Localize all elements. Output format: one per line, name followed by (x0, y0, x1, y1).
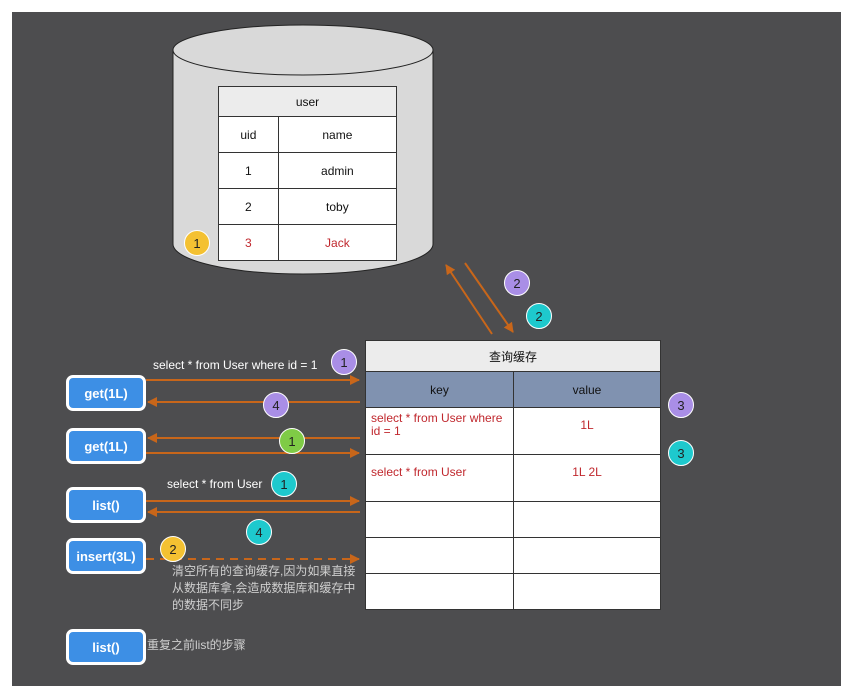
insert-note-line-1: 清空所有的查询缓存,因为如果直接 (172, 564, 356, 578)
badge-cache-hit: 1 (279, 428, 305, 454)
get-button-1[interactable]: get(1L) (66, 375, 146, 411)
user-table-header-name: name (277, 116, 398, 153)
list-button-1[interactable]: list() (66, 487, 146, 523)
list-button-2[interactable]: list() (66, 629, 146, 665)
badge-cache-entry-2: 3 (668, 440, 694, 466)
user-table-title: user (218, 86, 397, 117)
cache-table: 查询缓存 key value select * from User where … (365, 340, 661, 610)
arrow-db-to-cache (464, 262, 514, 333)
cache-empty-cell (365, 501, 514, 538)
badge-get-response: 4 (263, 392, 289, 418)
cache-entry-1-key: select * from User where id = 1 (365, 407, 514, 455)
badge-list-request: 1 (271, 471, 297, 497)
cache-empty-cell (513, 501, 661, 538)
cache-table-title: 查询缓存 (365, 340, 661, 372)
cache-header-value: value (513, 371, 661, 408)
cache-entry-2-value: 1L 2L (513, 454, 661, 502)
user-row-3-uid: 3 (218, 224, 279, 261)
badge-list-response: 4 (246, 519, 272, 545)
user-table-header-uid: uid (218, 116, 279, 153)
query-label-get: select * from User where id = 1 (153, 358, 318, 372)
badge-db-query-list: 2 (526, 303, 552, 329)
user-row-2-uid: 2 (218, 188, 279, 225)
query-label-list: select * from User (167, 477, 263, 491)
user-row-1-name: admin (277, 152, 398, 189)
cache-empty-cell (513, 573, 661, 610)
get-button-2[interactable]: get(1L) (66, 428, 146, 464)
arrow-cache-to-db (445, 264, 493, 335)
badge-get-request: 1 (331, 349, 357, 375)
badge-cache-entry-1: 3 (668, 392, 694, 418)
repeat-note: 重复之前list的步骤 (147, 638, 246, 652)
cache-empty-cell (365, 537, 514, 574)
badge-insert: 2 (160, 536, 186, 562)
user-row-3-name: Jack (277, 224, 398, 261)
cache-entry-1-value: 1L (513, 407, 661, 455)
cache-header-key: key (365, 371, 514, 408)
cache-empty-cell (513, 537, 661, 574)
user-table: user uid name 1 admin 2 toby 3 Jack (218, 86, 398, 261)
insert-note-line-2: 从数据库拿,会造成数据库和缓存中 (172, 581, 356, 595)
insert-note-line-3: 的数据不同步 (172, 598, 245, 612)
badge-new-row: 1 (184, 230, 210, 256)
cache-empty-cell (365, 573, 514, 610)
insert-button[interactable]: insert(3L) (66, 538, 146, 574)
user-row-2-name: toby (277, 188, 398, 225)
cache-entry-2-key: select * from User (365, 454, 514, 502)
insert-note: 清空所有的查询缓存,因为如果直接 从数据库拿,会造成数据库和缓存中 的数据不同步 (172, 563, 355, 614)
user-row-1-uid: 1 (218, 152, 279, 189)
badge-db-query: 2 (504, 270, 530, 296)
